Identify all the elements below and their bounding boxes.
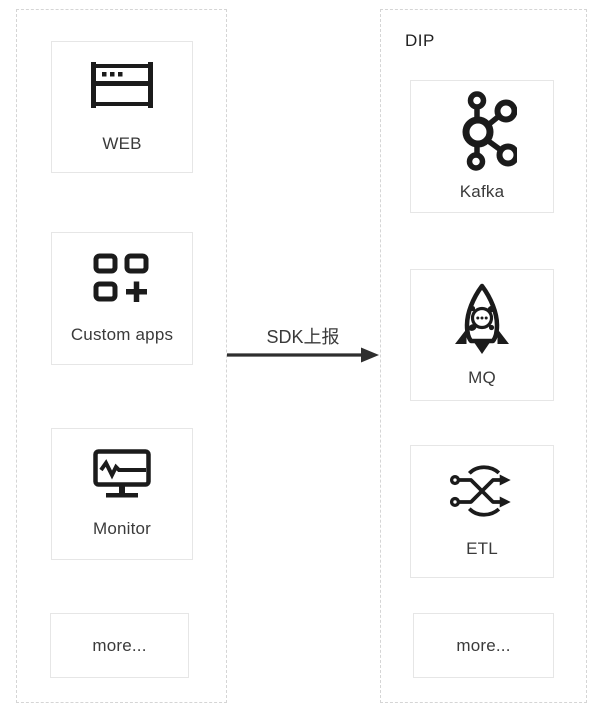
node-custom-apps: Custom apps xyxy=(51,232,193,365)
node-label: more... xyxy=(92,635,147,655)
dip-panel-title: DIP xyxy=(405,31,435,50)
connector-label: SDK上报 xyxy=(266,327,340,347)
node-label: MQ xyxy=(468,367,496,387)
node-mq: MQ xyxy=(410,269,554,401)
node-more-sources: more... xyxy=(50,613,189,678)
node-label: Custom apps xyxy=(70,324,174,344)
node-label: WEB xyxy=(102,134,142,153)
node-etl: ETL xyxy=(410,445,554,578)
node-label: more... xyxy=(456,635,511,655)
browser-window-icon xyxy=(91,60,153,110)
app-grid-plus-icon xyxy=(93,253,151,307)
node-monitor: Monitor xyxy=(51,428,193,560)
node-label: Kafka xyxy=(459,182,505,201)
node-kafka: Kafka xyxy=(410,80,554,213)
node-label: ETL xyxy=(466,539,498,558)
node-more-dip: more... xyxy=(413,613,554,678)
node-web: WEB xyxy=(51,41,193,173)
rocketmq-icon xyxy=(450,283,514,357)
node-label: Monitor xyxy=(92,519,152,538)
etl-swap-icon xyxy=(449,464,515,518)
kafka-icon xyxy=(447,91,520,171)
monitor-pulse-icon xyxy=(93,449,151,499)
sdk-arrow xyxy=(227,347,379,363)
